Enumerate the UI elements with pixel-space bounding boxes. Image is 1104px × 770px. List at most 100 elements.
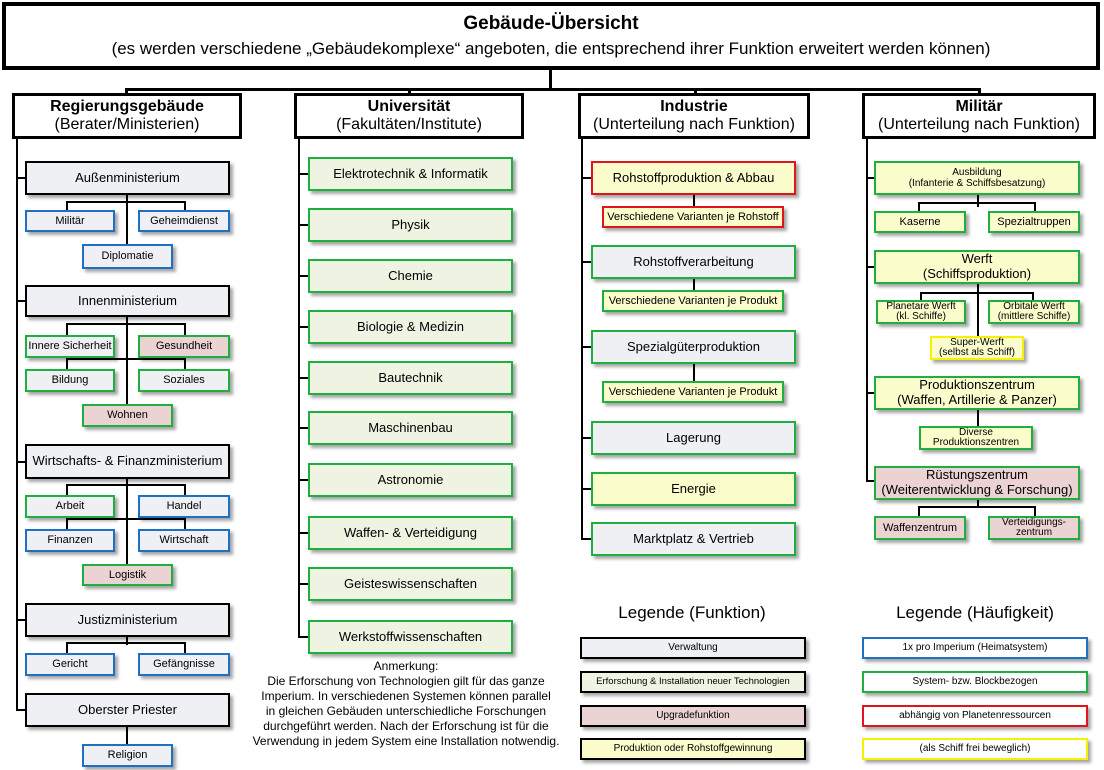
connector — [16, 619, 26, 621]
connector — [66, 642, 186, 644]
faculty-box: Werkstoffwissenschaften — [308, 620, 513, 654]
column-subtitle: (Fakultäten/Institute) — [336, 116, 482, 133]
connector — [16, 177, 26, 179]
connector — [298, 636, 310, 638]
connector — [66, 518, 68, 530]
waffenzentrum-box: Waffenzentrum — [874, 516, 966, 540]
anmerkung-note: Anmerkung: Die Erforschung von Technolog… — [236, 659, 576, 749]
connector — [66, 484, 68, 496]
gericht-box: Gericht — [25, 653, 115, 676]
connector — [184, 201, 186, 211]
legend-funktion-title: Legende (Funktion) — [618, 603, 766, 622]
bildung-box: Bildung — [25, 369, 115, 392]
faculty-box: Astronomie — [308, 463, 513, 497]
page-title: Gebäude-Übersicht — [463, 13, 639, 35]
wohnen-box: Wohnen — [82, 404, 173, 427]
finanzen-box: Finanzen — [25, 529, 115, 552]
page-subtitle: (es werden verschiedene „Gebäudekomplexe… — [111, 39, 991, 59]
diverse-produktionszentren-box: Diverse Produktionszentren — [919, 426, 1033, 450]
super-werft-box: Super-Werft (selbst als Schiff) — [930, 336, 1024, 360]
connector — [866, 392, 876, 394]
energie-box: Energie — [591, 472, 796, 506]
produktionszentrum-label: Produktionszentrum — [919, 377, 1035, 393]
connector — [184, 323, 186, 335]
connector — [16, 138, 18, 710]
column-title: Militär — [955, 97, 1003, 115]
innenministerium-box: Innenministerium — [25, 285, 230, 317]
connector — [298, 377, 310, 379]
column-title: Universität — [367, 97, 451, 115]
connector — [408, 88, 411, 96]
connector — [66, 518, 186, 520]
diverse-label: Diverse — [959, 426, 993, 438]
orbitale-werft-label: Orbitale Werft — [1003, 300, 1065, 312]
legend-system: System- bzw. Blockbezogen — [862, 671, 1088, 693]
column-header-regierung: Regierungsgebäude (Berater/Ministerien) — [12, 93, 242, 139]
connector — [126, 637, 128, 645]
connector — [66, 201, 68, 211]
spezialgueter-box: Spezialgüterproduktion — [591, 330, 796, 364]
connector — [977, 500, 979, 508]
connector — [920, 292, 922, 300]
connector — [298, 326, 310, 328]
connector — [866, 177, 876, 179]
header-box: Gebäude-Übersicht (es werden verschieden… — [2, 2, 1100, 70]
werft-box: Werft (Schiffsproduktion) — [874, 250, 1080, 284]
column-subtitle: (Unterteilung nach Funktion) — [878, 116, 1080, 133]
produktionszentrum-box: Produktionszentrum (Waffen, Artillerie &… — [874, 376, 1080, 410]
wirtschaftsministerium-box: Wirtschafts- & Finanzministerium — [25, 444, 230, 479]
faculty-box: Chemie — [308, 259, 513, 293]
connector — [581, 177, 593, 179]
kaserne-box: Kaserne — [874, 211, 966, 233]
column-header-universitaet: Universität (Fakultäten/Institute) — [294, 93, 524, 139]
faculty-box: Maschinenbau — [308, 411, 513, 445]
connector — [298, 275, 310, 277]
connector — [16, 709, 26, 711]
diverse-sublabel: Produktionszentren — [932, 437, 1020, 448]
connector — [125, 88, 128, 96]
logistik-box: Logistik — [82, 564, 173, 586]
connector — [298, 479, 310, 481]
lagerung-box: Lagerung — [591, 421, 796, 455]
connector — [126, 317, 128, 405]
connector — [16, 461, 26, 463]
anmerkung-title: Anmerkung: — [373, 659, 439, 673]
planetare-werft-label: Planetare Werft — [886, 300, 956, 312]
connector — [126, 195, 128, 245]
connector — [581, 138, 583, 540]
verteidigungszentrum-sublabel: zentrum — [1015, 527, 1053, 538]
connector — [298, 224, 310, 226]
verteidigungszentrum-box: Verteidigungs- zentrum — [988, 516, 1080, 540]
militaer-box: Militär — [25, 210, 115, 232]
verteidigungszentrum-label: Verteidigungs- — [1002, 516, 1066, 528]
connector — [1034, 506, 1036, 516]
produktionszentrum-sublabel: (Waffen, Artillerie & Panzer) — [897, 392, 1057, 407]
faculty-box: Waffen- & Verteidigung — [308, 516, 513, 550]
varianten-produkt-box: Verschiedene Varianten je Produkt — [602, 290, 784, 312]
connector — [693, 195, 695, 207]
connector — [693, 364, 695, 382]
connector — [694, 88, 697, 96]
marktplatz-box: Marktplatz & Vertrieb — [591, 522, 796, 556]
super-werft-sublabel: (selbst als Schiff) — [939, 347, 1015, 358]
connector — [126, 727, 128, 745]
handel-box: Handel — [138, 495, 230, 518]
connector — [918, 202, 1036, 204]
connector — [549, 68, 552, 90]
connector — [977, 195, 979, 207]
legend-verwaltung: Verwaltung — [580, 637, 806, 659]
legend-upgrade: Upgradefunktion — [580, 705, 806, 727]
connector — [581, 437, 593, 439]
connector — [298, 532, 310, 534]
connector — [66, 201, 186, 203]
connector — [184, 484, 186, 496]
orbitale-werft-sublabel: (mittlere Schiffe) — [997, 311, 1071, 322]
connector — [978, 88, 981, 96]
legend-haeufigkeit-title: Legende (Häufigkeit) — [896, 603, 1054, 622]
legend-imperium: 1x pro Imperium (Heimatsystem) — [862, 637, 1088, 659]
faculty-box: Elektrotechnik & Informatik — [308, 157, 513, 191]
connector — [918, 506, 920, 516]
column-subtitle: (Berater/Ministerien) — [54, 116, 200, 133]
anmerkung-line: durchgeführt werden. Nach der Erforschun… — [263, 719, 549, 733]
connector — [866, 266, 876, 268]
